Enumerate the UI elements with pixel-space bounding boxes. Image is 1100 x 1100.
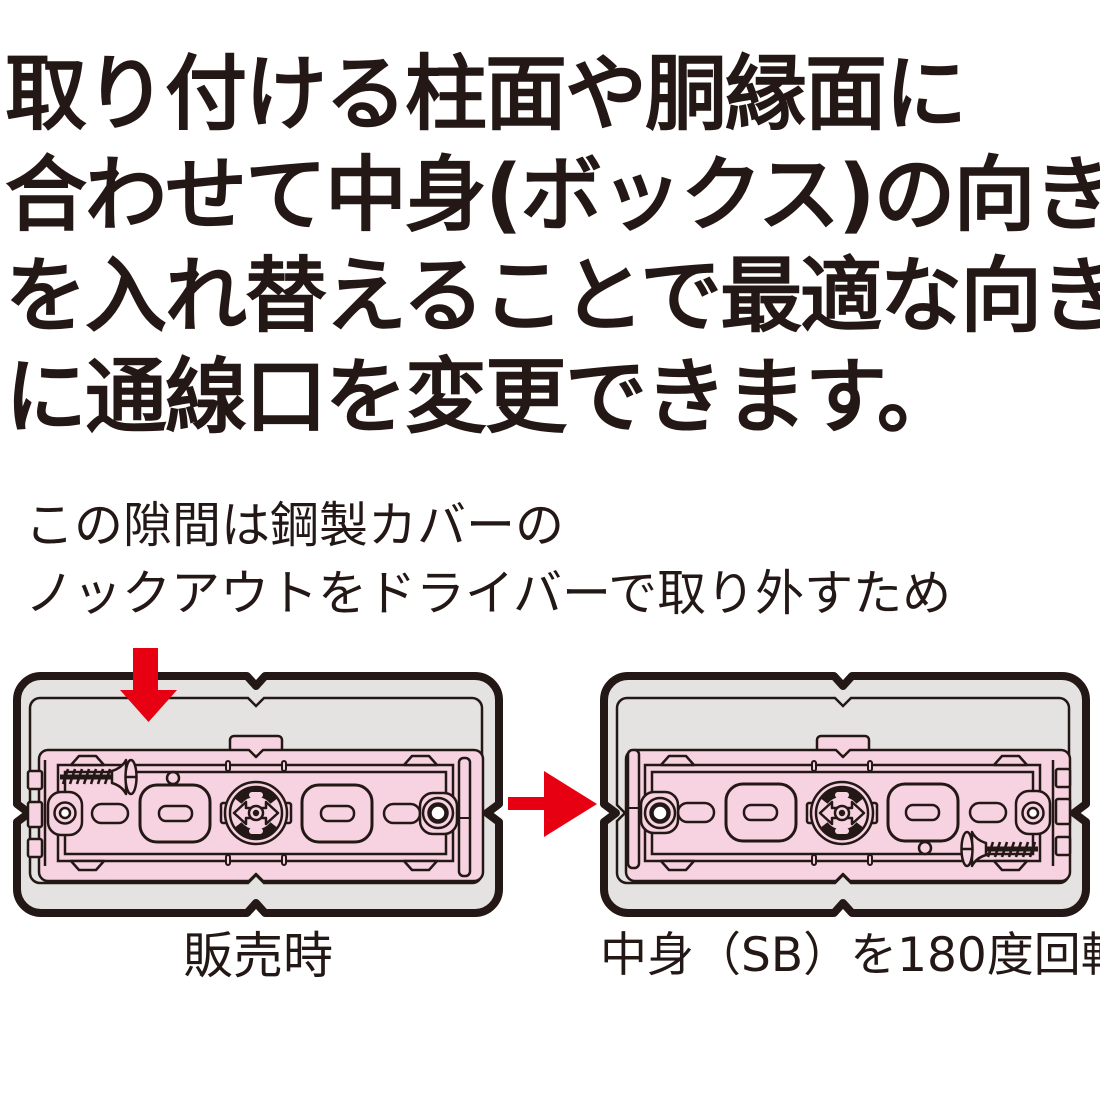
figure-diagram: [0, 648, 1100, 940]
gap-annotation: この隙間は鋼製カバーの ノックアウトをドライバーで取り外すため: [25, 492, 1100, 628]
sb-contents-before: [28, 756, 470, 876]
caption-before: 販売時: [183, 927, 333, 985]
heading-line-1: 取り付ける柱面や胴縁面に: [5, 47, 967, 142]
heading-line-2: 合わせて中身(ボックス)の向き: [5, 148, 1100, 243]
down-arrow-icon: [120, 648, 177, 722]
annotation-line-1: この隙間は鋼製カバーの: [25, 497, 565, 554]
box-diagram-before: [17, 676, 499, 913]
annotation-line-2: ノックアウトをドライバーで取り外すため: [25, 565, 952, 622]
right-arrow-icon: [508, 771, 597, 837]
box-diagram-after: [604, 676, 1086, 913]
caption-after: 中身（SB）を180度回転: [600, 928, 1100, 983]
heading-line-3: を入れ替えることで最適な向き: [5, 249, 1100, 344]
sb-contents-after: [628, 750, 1070, 870]
page-title: 取り付ける柱面や胴縁面に 合わせて中身(ボックス)の向き を入れ替えることで最適…: [5, 44, 1100, 448]
heading-line-4: に通線口を変更できます。: [5, 350, 959, 445]
